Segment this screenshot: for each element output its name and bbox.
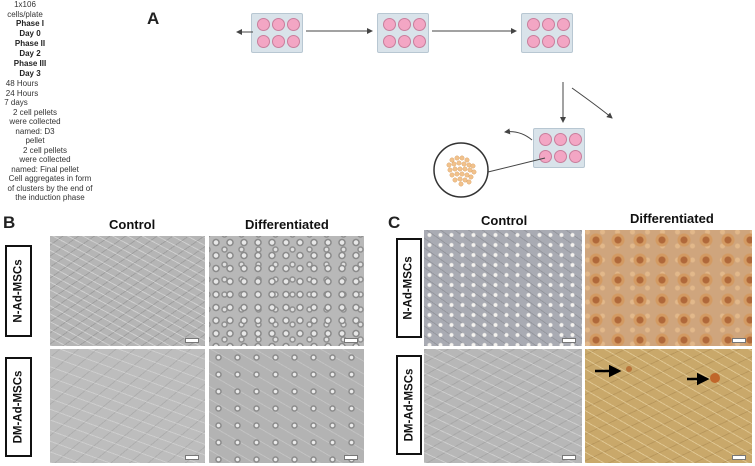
scale-bar (344, 455, 358, 460)
well (542, 18, 555, 31)
panel-c-header-control: Control (481, 213, 528, 228)
well (569, 150, 582, 163)
final-pellet-note: 2 cell pellets were collected named: Fin… (11, 145, 79, 174)
plate-phase-3 (521, 13, 573, 53)
plate-phase-1 (251, 13, 303, 53)
phase-3-caption: Phase III Day 3 (13, 59, 47, 78)
well (413, 18, 426, 31)
arrow-48h-label: 48 Hours (5, 79, 39, 88)
arrow-7days-label: 7 days (4, 98, 28, 107)
well (383, 18, 396, 31)
pointer-line (487, 157, 546, 173)
micrograph-b-normal-control (50, 236, 205, 346)
arrow-24h-label: 24 Hours (5, 88, 39, 98)
panel-c-row-label-normal: N-Ad-MSCs (396, 238, 422, 338)
well (527, 18, 540, 31)
arrow-d3-pellet (571, 87, 613, 119)
micrograph-c-normal-differentiated (585, 230, 752, 346)
panel-b-header-control: Control (109, 217, 156, 232)
scale-bar (185, 455, 199, 460)
scale-bar (732, 455, 746, 460)
well (557, 35, 570, 48)
well (272, 35, 285, 48)
panel-b-row-label-diabetic: DM-Ad-MSCs (5, 357, 32, 457)
panel-c-header-differentiated: Differentiated (630, 211, 714, 226)
well (554, 133, 567, 146)
panel-b-row-label-normal: N-Ad-MSCs (5, 245, 32, 337)
scale-bar (732, 338, 746, 343)
micrograph-c-normal-control (424, 230, 582, 346)
phase-2-caption: Phase II Day 2 (14, 39, 46, 58)
micrograph-b-diabetic-control (50, 349, 205, 463)
well (539, 150, 552, 163)
panel-c-label: C (388, 213, 401, 232)
plate-final (533, 128, 585, 168)
well (383, 35, 396, 48)
well (557, 18, 570, 31)
well (287, 35, 300, 48)
d3-pellet-note: 2 cell pellets were collected named: D3 … (9, 107, 61, 146)
well (413, 35, 426, 48)
well (287, 18, 300, 31)
scale-bar (562, 455, 576, 460)
well (257, 35, 270, 48)
well (398, 35, 411, 48)
well (542, 35, 555, 48)
aggregate-cluster (446, 155, 477, 187)
panel-c-row-label-diabetic: DM-Ad-MSCs (396, 355, 422, 455)
scale-bar (562, 338, 576, 343)
stained-cell (626, 366, 632, 372)
arrow-final-pellet (504, 128, 533, 141)
well (569, 133, 582, 146)
panel-b-label: B (3, 213, 16, 232)
annotation-arrows (595, 364, 720, 386)
workflow-arrows (236, 28, 613, 198)
stained-cell (710, 373, 720, 383)
micrograph-b-diabetic-differentiated (209, 349, 364, 463)
seed-note: 1x106 cells/plate (7, 0, 43, 19)
scale-bar (185, 338, 199, 343)
well (272, 18, 285, 31)
aggregate-note: Cell aggregates in form of clusters by t… (7, 174, 93, 202)
scale-bar (344, 338, 358, 343)
well (539, 133, 552, 146)
phase-1-caption: Phase I Day 0 (15, 19, 44, 38)
plate-phase-2 (377, 13, 429, 53)
panel-b-header-differentiated: Differentiated (245, 217, 329, 232)
well (398, 18, 411, 31)
micrograph-c-diabetic-control (424, 349, 582, 463)
panel-a-label: A (147, 9, 160, 28)
micrograph-b-normal-differentiated (209, 236, 364, 346)
well (554, 150, 567, 163)
well (527, 35, 540, 48)
well (257, 18, 270, 31)
micrograph-c-diabetic-differentiated (585, 349, 752, 463)
